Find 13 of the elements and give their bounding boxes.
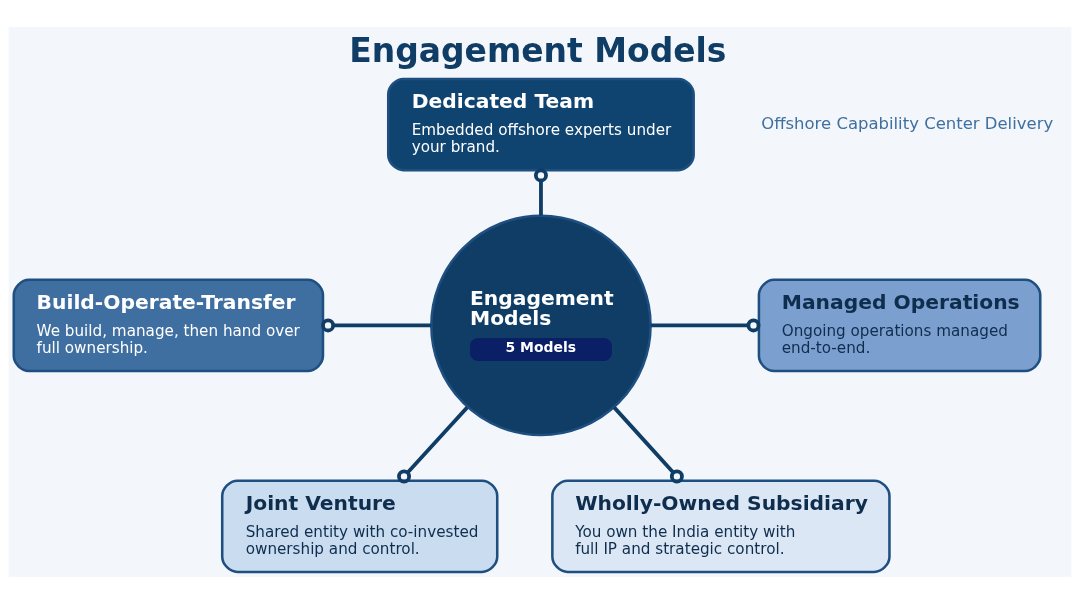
- connector: [612, 405, 684, 483]
- connector: [650, 318, 761, 332]
- node-box: Joint Venture Shared entity with co-invested ownership and control.: [220, 478, 499, 573]
- node-circle: Engagement Models 5 Models: [430, 214, 652, 436]
- label: Offshore Capability Center Delivery: [761, 113, 1054, 133]
- connector: [397, 405, 469, 483]
- connector: [534, 167, 548, 215]
- node-box: Dedicated Team Embedded offshore experts under your brand.: [386, 77, 695, 171]
- node-box: Wholly-Owned Subsidiary You own the India entity with full IP and strategic control.: [551, 478, 891, 573]
- node-box: Managed Operations Ongoing operations managed end-to-end.: [757, 278, 1042, 372]
- connector: [321, 318, 432, 332]
- diagram-title: Engagement Models: [349, 30, 727, 70]
- node-box: Build-Operate-Transfer We build, manage, then hand over full ownership.: [12, 278, 325, 372]
